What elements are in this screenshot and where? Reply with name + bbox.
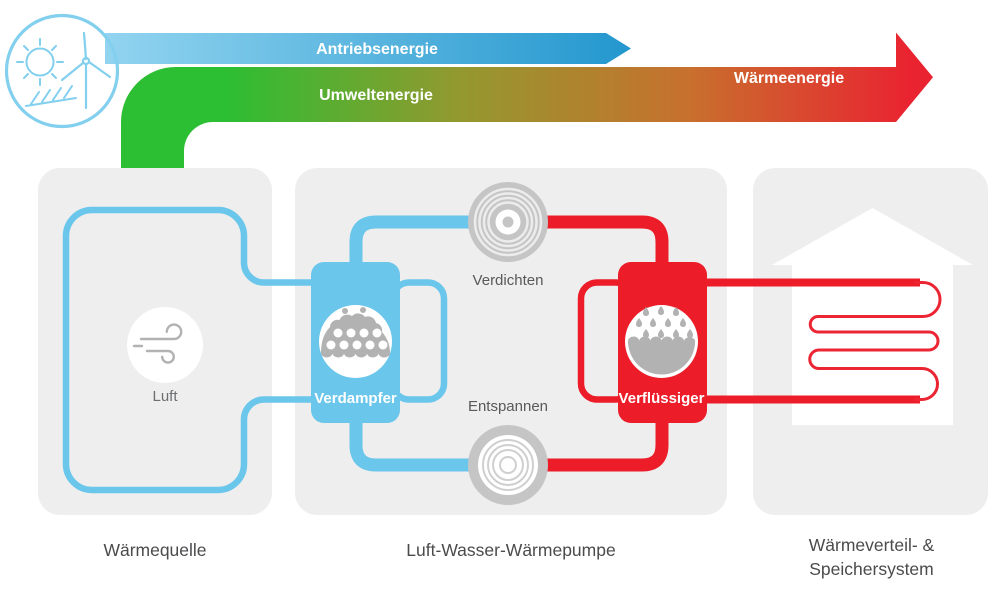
- source-caption: Wärmequelle: [103, 540, 206, 560]
- evaporation-icon: [321, 307, 390, 358]
- solar-panel-icon: [25, 85, 77, 107]
- compressor-label: Verdichten: [473, 272, 544, 289]
- energy-flow-band: [121, 32, 933, 172]
- heating-coil: [808, 281, 942, 401]
- antriebsenergie-arrow: [105, 33, 631, 64]
- waermeenergie-label: Wärmeenergie: [734, 70, 844, 87]
- condenser-box: Verflüssiger: [618, 262, 707, 423]
- evaporator-label: Verdampfer: [314, 390, 397, 407]
- pipe-condenser-to-expansion: [526, 415, 669, 472]
- heat-pump-caption: Luft-Wasser-Wärmepumpe: [406, 540, 615, 560]
- pipe-expansion-to-evaporator: [349, 415, 490, 472]
- evaporator-box: Verdampfer: [311, 262, 400, 423]
- pipe-evaporator-to-compressor: [349, 215, 490, 270]
- expansion-label: Entspannen: [468, 398, 548, 415]
- droplets: [635, 306, 694, 339]
- condenser-label: Verflüssiger: [619, 390, 705, 407]
- air-label: Luft: [152, 388, 178, 405]
- pipe-compressor-to-condenser: [526, 215, 669, 270]
- wind-turbine-icon: [60, 31, 112, 110]
- sun-icon: [16, 38, 64, 86]
- antriebsenergie-label: Antriebsenergie: [316, 41, 438, 58]
- umweltenergie-label: Umweltenergie: [319, 87, 433, 104]
- air-source: Luft: [127, 307, 203, 405]
- renewables-icon: [4, 13, 120, 129]
- refrigerant-pipes: [349, 215, 669, 472]
- expansion-valve: [468, 425, 548, 505]
- compressor: [468, 182, 548, 262]
- condensation-icon: [628, 306, 696, 375]
- wind-icon: [132, 323, 183, 364]
- distribution-caption-line2: Speichersystem: [809, 559, 934, 579]
- distribution-caption-line1: Wärmeverteil- &: [809, 535, 935, 555]
- source-circuit-loop: [62, 206, 365, 494]
- heat-pump-panel: [295, 168, 727, 515]
